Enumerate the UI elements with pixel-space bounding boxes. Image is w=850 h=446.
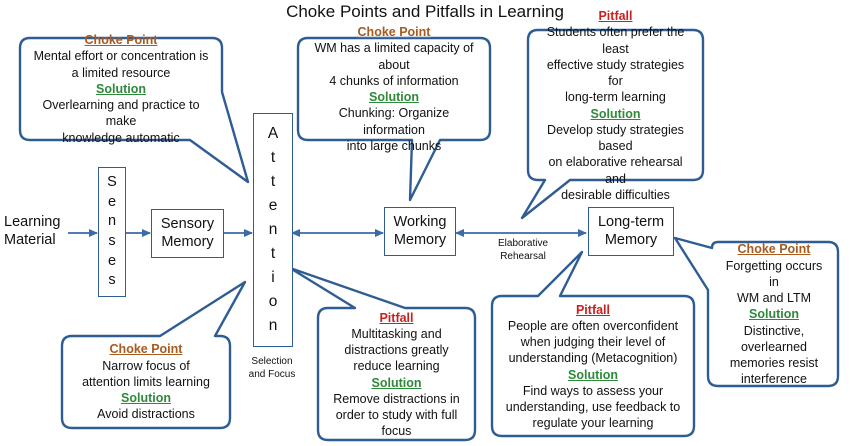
choke-point-heading: Choke Point — [737, 242, 811, 257]
learning-material-label: Learning Material — [4, 214, 61, 249]
pitfall-heading: Pitfall — [379, 310, 414, 325]
choke-point-heading: Choke Point — [357, 25, 431, 39]
pitfall-heading: Pitfall — [598, 9, 633, 23]
solution-heading: Solution — [96, 81, 146, 96]
callout-bubble-5 — [288, 266, 477, 442]
attention-caption: Selection and Focus — [248, 356, 296, 380]
callout-bubble-6 — [490, 250, 696, 438]
solution-heading: Solution — [369, 90, 419, 104]
choke-point-heading: Choke Point — [84, 33, 158, 48]
solution-heading: Solution — [121, 391, 171, 406]
solution-heading: Solution — [568, 367, 618, 382]
solution-heading: Solution — [371, 375, 422, 390]
choke-point-heading: Choke Point — [109, 342, 183, 357]
callout-attention-choke-point: Choke Point Mental effort or concentrati… — [33, 33, 209, 145]
elaborative-rehearsal-label: Elaborative Rehearsal — [497, 238, 549, 262]
callout-bubble-7 — [673, 236, 840, 388]
pitfall-heading: Pitfall — [575, 302, 611, 317]
callout-bubble-1 — [18, 36, 250, 184]
callout-working-memory-choke-point: Choke Point WM has a limited capacity of… — [314, 25, 474, 153]
solution-heading: Solution — [749, 307, 799, 322]
solution-heading: Solution — [590, 106, 641, 121]
diagram-title: Choke Points and Pitfalls in Learning — [286, 2, 564, 21]
callout-bubble-3 — [520, 28, 705, 220]
callout-bubble-2 — [296, 36, 492, 202]
callout-bubble-4 — [60, 280, 247, 430]
